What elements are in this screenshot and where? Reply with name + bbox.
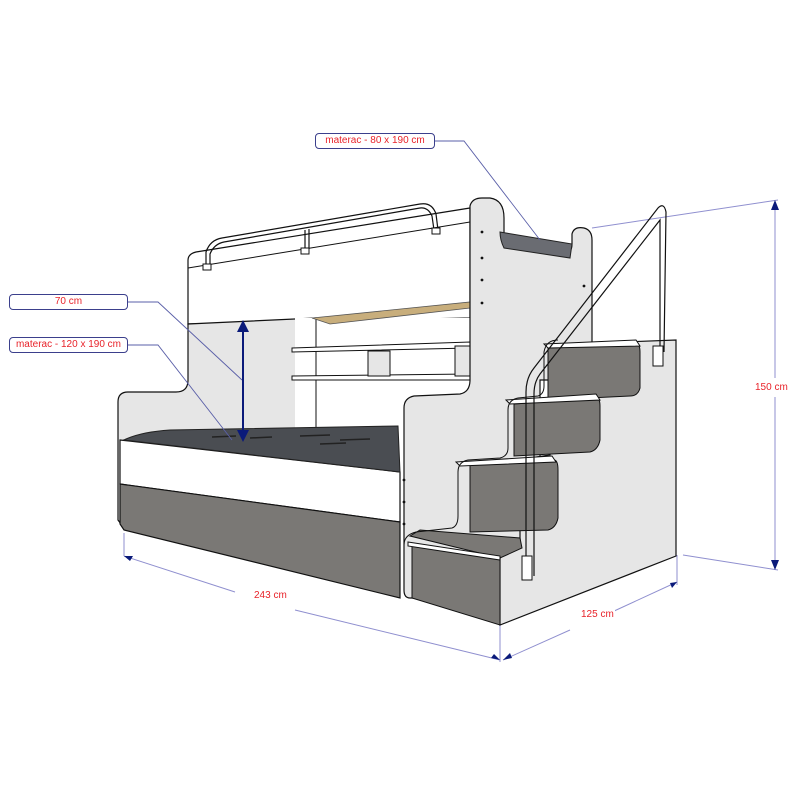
callout-clearance: 70 cm — [9, 294, 128, 310]
center-side-panel — [403, 197, 593, 599]
mattress-texture — [211, 434, 371, 445]
callout-bottom-mattress: materac - 120 x 190 cm — [9, 337, 128, 353]
dimension-lines — [123, 199, 779, 662]
handrail-brackets — [521, 345, 664, 581]
upper-guard-rail — [205, 203, 439, 268]
dimension-height-label: 150 cm — [754, 382, 789, 394]
dimension-length-label: 243 cm — [253, 590, 288, 602]
rail-brackets — [202, 227, 441, 271]
callout-top-mattress: materac - 80 x 190 cm — [315, 133, 435, 149]
dimension-depth-label: 125 cm — [580, 609, 615, 621]
trundle-drawer — [119, 483, 401, 599]
leader-lines — [128, 140, 541, 441]
dimension-arrowheads — [124, 200, 779, 660]
stair-edge — [403, 339, 559, 546]
lower-mattress — [122, 425, 401, 473]
stair-steps — [407, 339, 641, 626]
handrail — [525, 205, 667, 576]
upper-mattress — [499, 231, 573, 259]
clearance-arrow — [237, 320, 249, 442]
